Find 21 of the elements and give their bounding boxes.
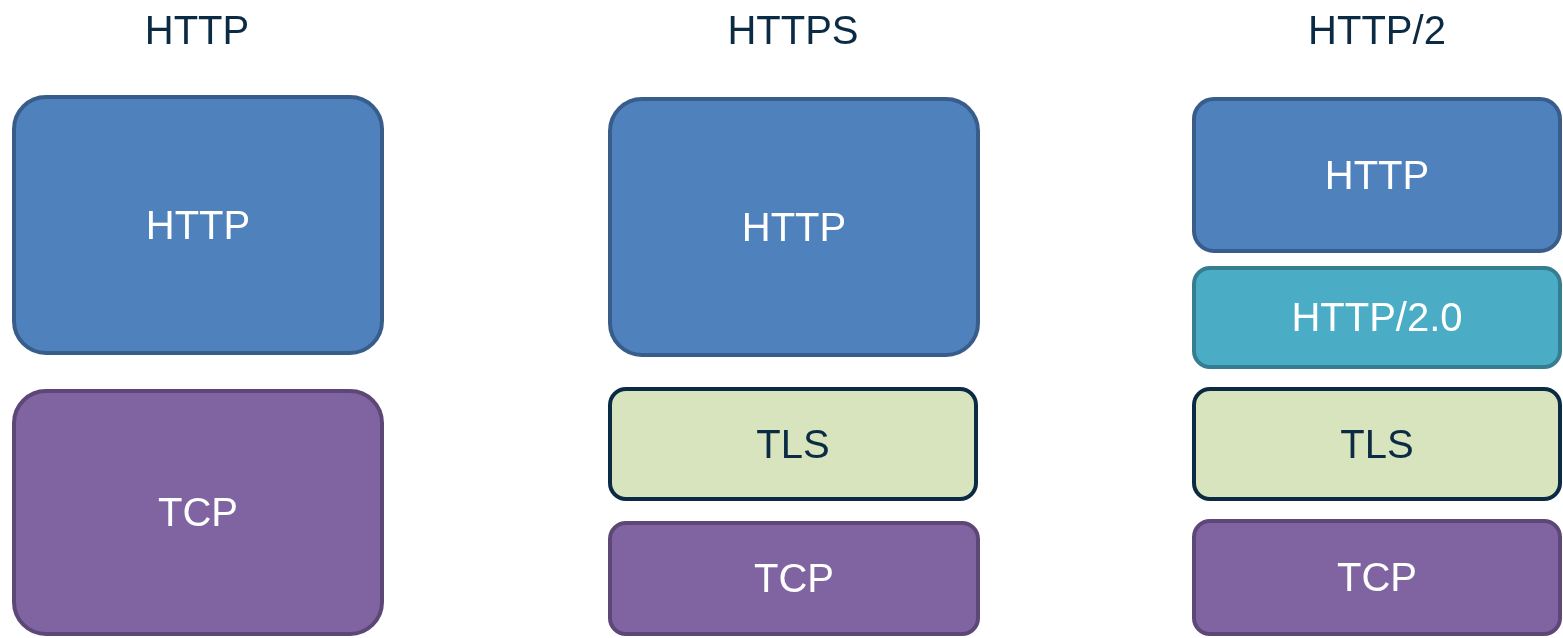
protocol-layer-box: [1192, 97, 1562, 253]
protocol-layer-box: [1192, 266, 1562, 369]
layer-label: HTTP: [741, 204, 847, 250]
column-heading: HTTP/2: [1308, 8, 1446, 53]
layer-label: HTTP/2.0: [1291, 295, 1463, 340]
column-heading: HTTPS: [727, 8, 859, 53]
protocol-layer-box: [12, 95, 384, 355]
protocol-layer-box: [1192, 387, 1562, 501]
layer-label: HTTP: [145, 202, 251, 248]
protocol-layer-box: [12, 389, 384, 636]
layer-label: TCP: [1337, 555, 1417, 600]
layer-label: TCP: [158, 490, 238, 535]
protocol-layer-box: [608, 387, 978, 501]
layer-label: TCP: [754, 556, 834, 601]
column-heading: HTTP: [144, 8, 250, 53]
protocol-layer-box: [1192, 519, 1562, 636]
layer-label: TLS: [756, 421, 830, 467]
protocol-layer-box: [608, 97, 980, 357]
protocol-layer-box: [608, 521, 980, 636]
layer-label: HTTP: [1324, 152, 1430, 198]
layer-label: TLS: [1340, 421, 1414, 467]
